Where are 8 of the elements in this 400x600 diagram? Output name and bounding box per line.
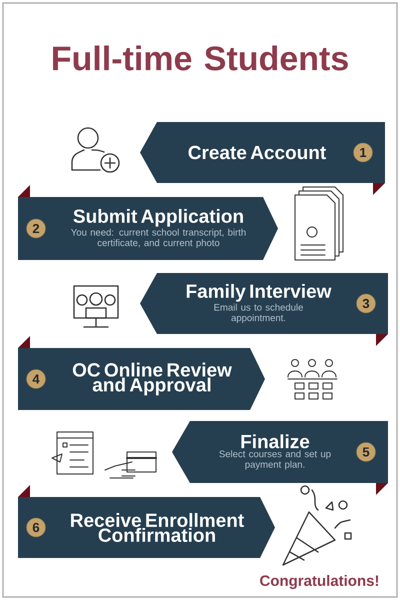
title: Full-time Students [53, 46, 348, 70]
step-number: 4 [26, 369, 46, 389]
step-number: 2 [26, 218, 46, 238]
step-number: 3 [356, 294, 376, 314]
step-number: 6 [26, 518, 46, 538]
closing-note: Congratulations! [260, 574, 378, 590]
step-number: 1 [353, 142, 373, 162]
step-number: 5 [356, 442, 376, 462]
